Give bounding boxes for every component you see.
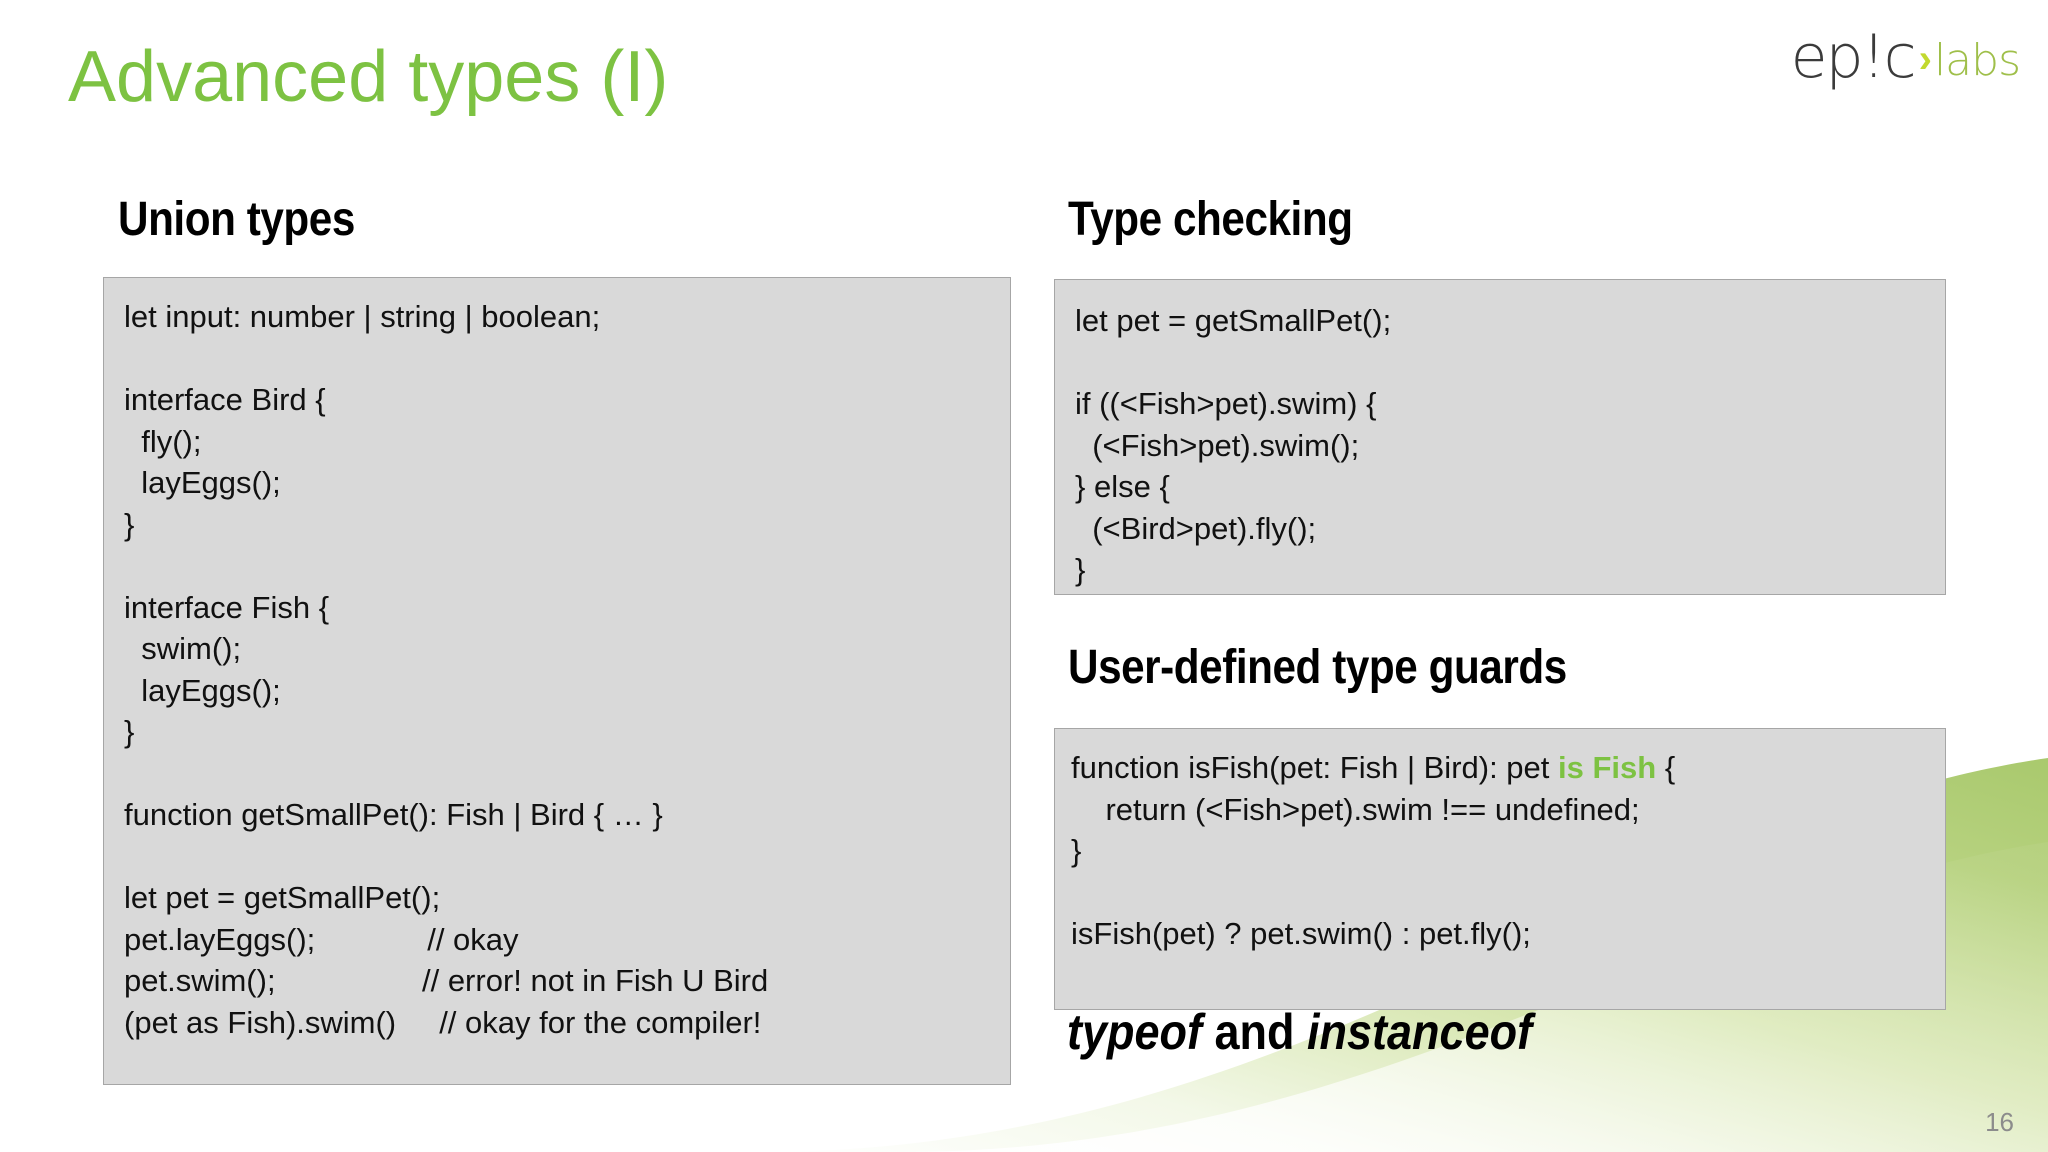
code-block-type-guards: function isFish(pet: Fish | Bird): pet i… xyxy=(1054,728,1946,1010)
code-guards-part1: function isFish(pet: Fish | Bird): pet xyxy=(1071,750,1559,785)
chevron-right-icon: › xyxy=(1918,37,1932,81)
logo-epic-text: ep!c xyxy=(1790,22,1917,92)
typeof-instanceof-label: typeof and instanceof xyxy=(1067,1003,1532,1061)
page-title: Advanced types (I) xyxy=(68,37,669,117)
code-text-union-types: let input: number | string | boolean; in… xyxy=(124,299,769,1040)
code-text-type-guards: function isFish(pet: Fish | Bird): pet i… xyxy=(1055,729,1945,955)
page-number: 16 xyxy=(1985,1107,2014,1137)
heading-union-types: Union types xyxy=(118,193,355,246)
keyword-instanceof: instanceof xyxy=(1307,1004,1533,1060)
keyword-typeof: typeof xyxy=(1067,1004,1202,1060)
code-text-type-checking: let pet = getSmallPet(); if ((<Fish>pet)… xyxy=(1075,303,1392,587)
heading-type-checking: Type checking xyxy=(1068,193,1353,246)
code-block-type-checking: let pet = getSmallPet(); if ((<Fish>pet)… xyxy=(1054,279,1946,595)
conjunction-and: and xyxy=(1202,1004,1308,1060)
code-guards-highlight: is Fish xyxy=(1558,750,1657,785)
logo-labs-text: labs xyxy=(1933,35,2021,86)
code-block-union-types: let input: number | string | boolean; in… xyxy=(103,277,1011,1085)
epic-labs-logo[interactable]: ep!c › labs xyxy=(1790,18,2021,96)
heading-user-defined-type-guards: User-defined type guards xyxy=(1068,641,1567,694)
